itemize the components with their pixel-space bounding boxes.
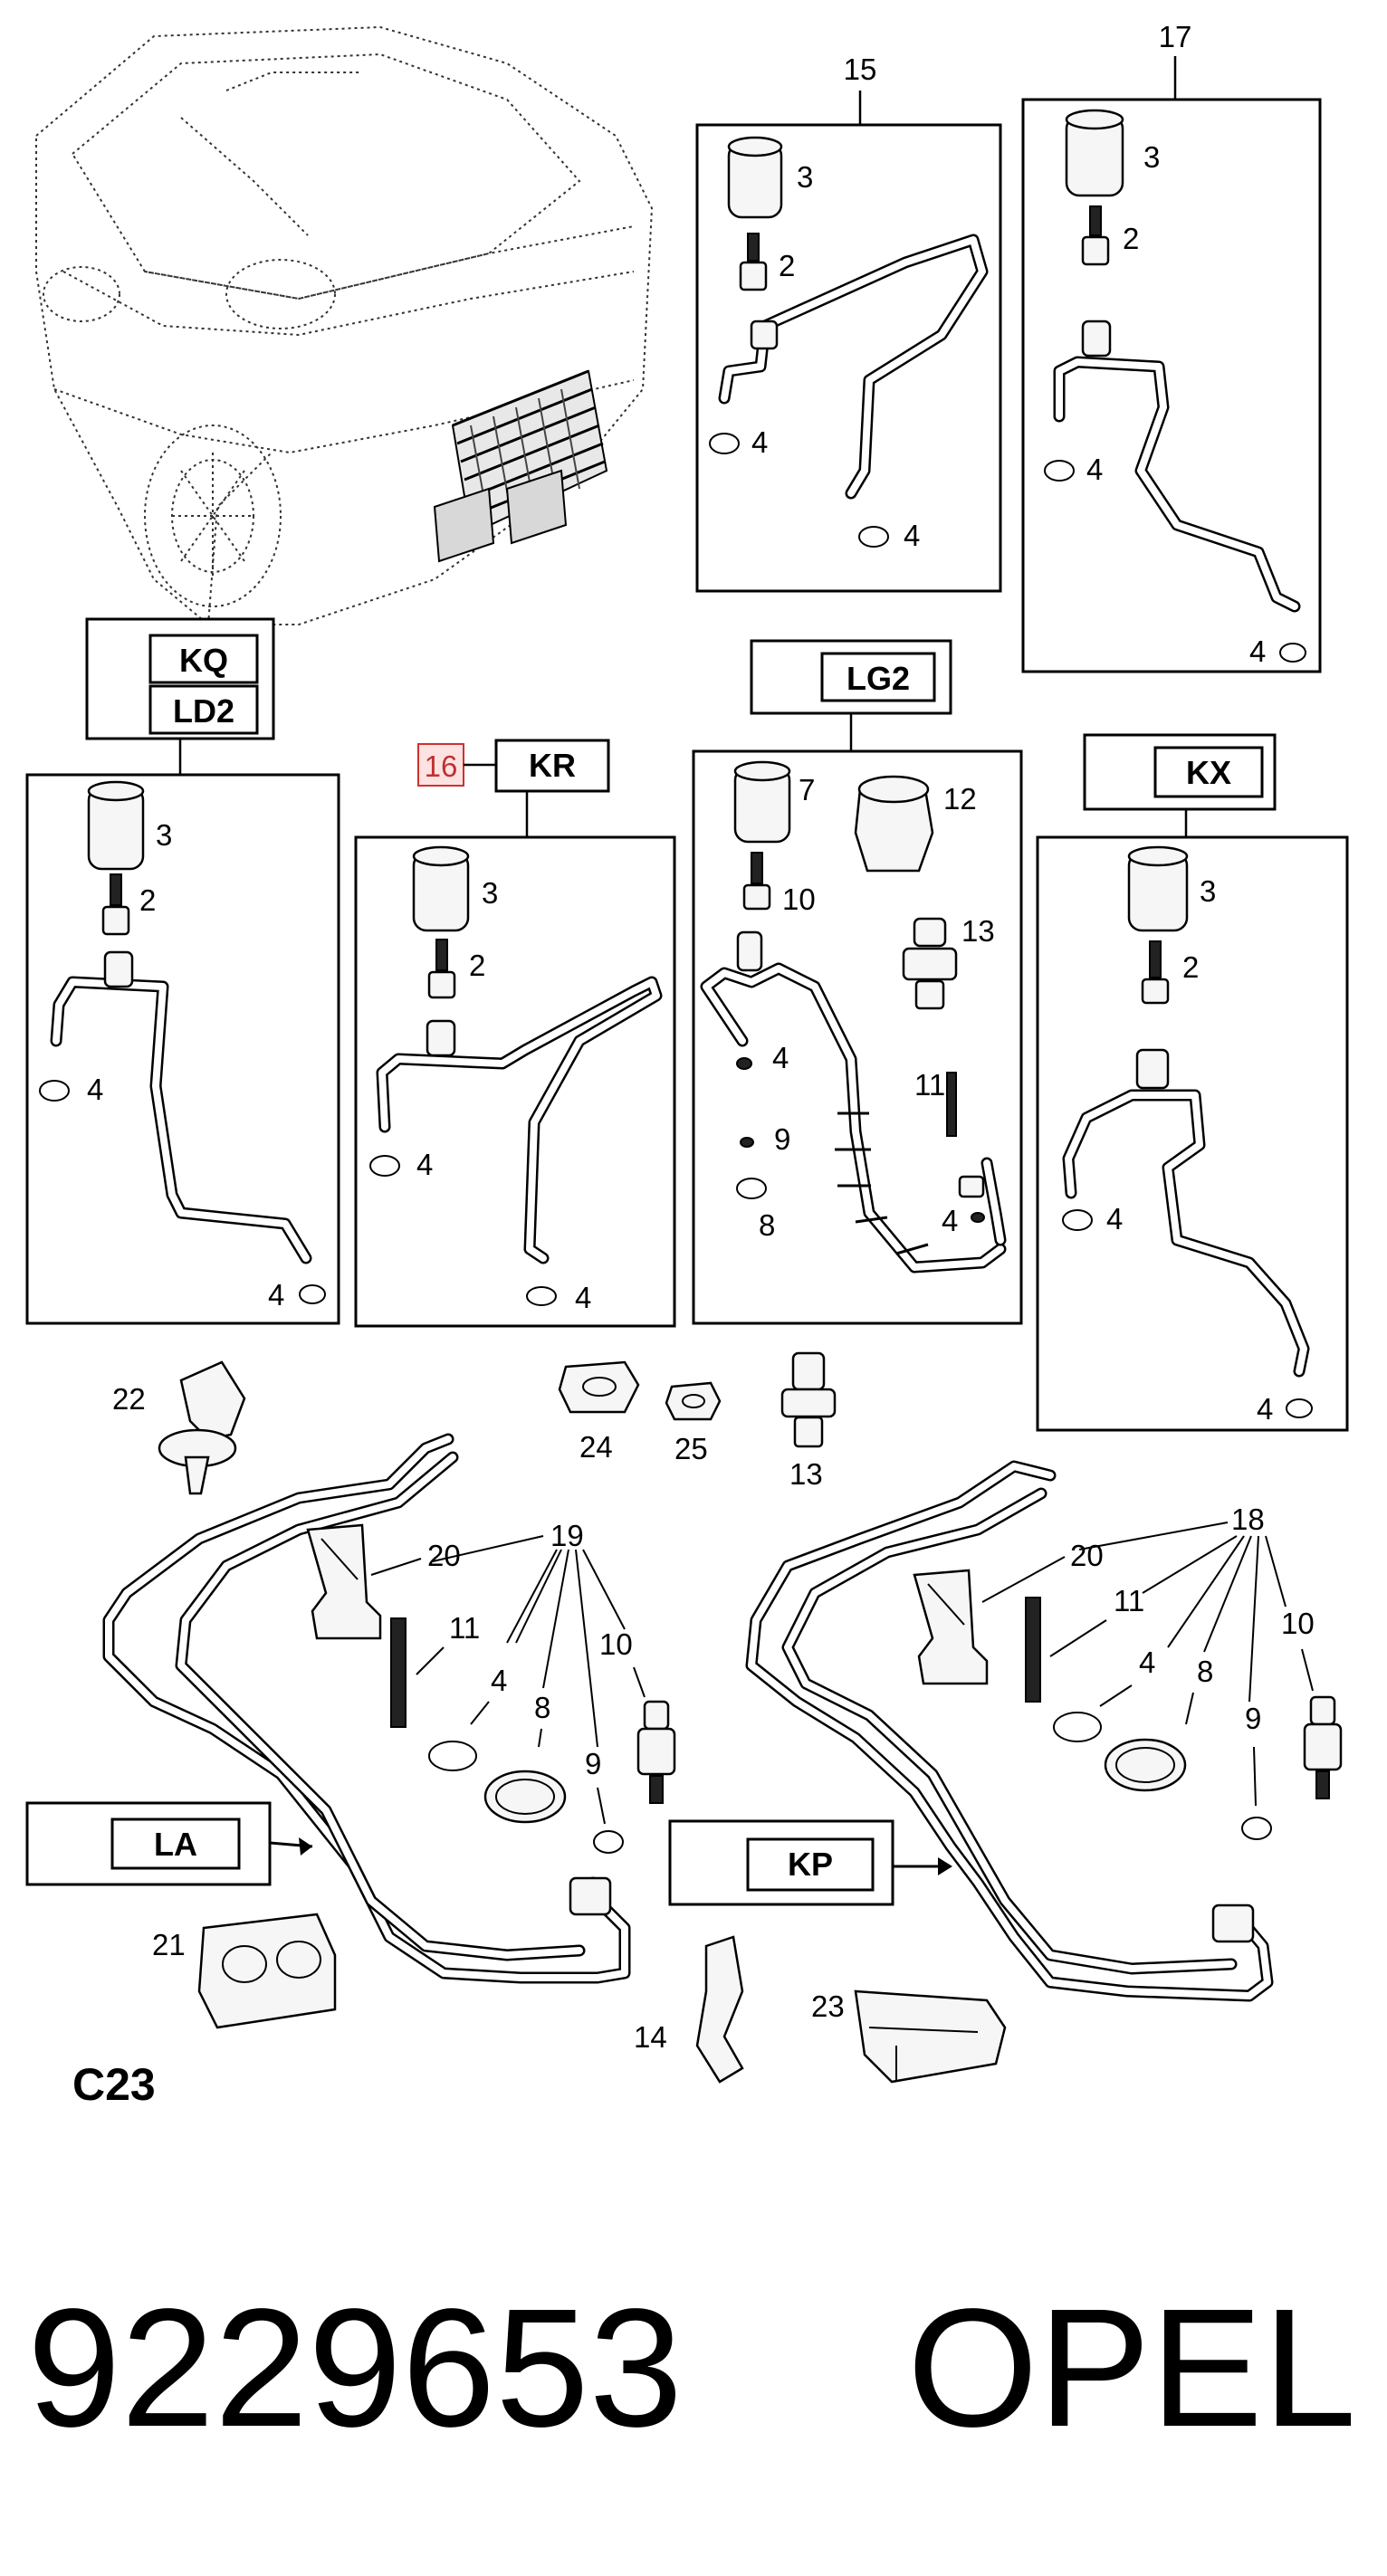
code-kq: KQ xyxy=(179,642,228,679)
page-code: C23 xyxy=(72,2059,156,2110)
label-12: 12 xyxy=(943,782,977,816)
brand-name: OPEL xyxy=(907,2275,1356,2462)
group-16-ref: 16 xyxy=(425,749,458,783)
label-9: 9 xyxy=(774,1122,790,1156)
code-ld2: LD2 xyxy=(173,692,234,730)
group-15-ref: 15 xyxy=(844,52,877,86)
label-22: 22 xyxy=(112,1382,146,1416)
label-4: 4 xyxy=(1106,1202,1123,1236)
label-24: 24 xyxy=(579,1430,613,1464)
code-lg2: LG2 xyxy=(847,660,910,697)
label-10: 10 xyxy=(1281,1607,1315,1640)
label-8: 8 xyxy=(534,1691,550,1724)
label-4: 4 xyxy=(268,1278,284,1312)
label-4: 4 xyxy=(904,519,920,552)
label-4: 4 xyxy=(1249,634,1266,668)
label-4: 4 xyxy=(751,425,768,459)
car-front-illustration xyxy=(35,25,654,625)
label-2: 2 xyxy=(779,249,795,282)
label-19: 19 xyxy=(550,1519,584,1552)
code-kx: KX xyxy=(1186,754,1231,791)
label-14: 14 xyxy=(634,2020,667,2054)
label-21: 21 xyxy=(152,1928,186,1961)
label-2: 2 xyxy=(139,883,156,917)
group-15-panel: 15 3 2 4 4 xyxy=(695,52,1002,593)
label-4: 4 xyxy=(491,1664,507,1697)
label-4: 4 xyxy=(416,1148,433,1181)
label-8: 8 xyxy=(759,1208,775,1242)
label-4: 4 xyxy=(575,1281,591,1314)
label-3: 3 xyxy=(1200,874,1216,908)
label-4: 4 xyxy=(1086,453,1103,486)
group-18-assembly: 20 11 4 8 9 10 18 18 xyxy=(668,1460,1343,2084)
group-5-panel: 5 KX 3 2 4 4 xyxy=(1036,733,1349,1432)
label-13: 13 xyxy=(789,1457,823,1491)
label-4: 4 xyxy=(942,1204,958,1237)
label-18: 18 xyxy=(1231,1503,1265,1536)
group-16-panel: 16 KR 3 2 4 4 xyxy=(354,739,676,1328)
label-4: 4 xyxy=(87,1073,103,1106)
group-1-panel: 1 KQ LD2 3 2 4 4 xyxy=(25,617,340,1325)
label-11: 11 xyxy=(914,1068,945,1102)
label-23: 23 xyxy=(811,1989,845,2023)
label-3: 3 xyxy=(156,818,172,852)
label-7: 7 xyxy=(799,773,815,806)
part-number: 9229653 xyxy=(27,2275,683,2462)
label-2: 2 xyxy=(1182,950,1199,984)
label-20: 20 xyxy=(1070,1539,1104,1572)
group-19-assembly: 20 11 4 8 9 10 19 19 xyxy=(25,1433,744,2084)
label-25: 25 xyxy=(674,1432,708,1465)
label-4: 4 xyxy=(1257,1392,1273,1426)
label-11: 11 xyxy=(1114,1584,1144,1617)
label-2: 2 xyxy=(1123,222,1139,255)
label-4: 4 xyxy=(772,1041,789,1074)
label-13: 13 xyxy=(961,914,995,948)
group-17-ref: 17 xyxy=(1159,20,1192,53)
code-la: LA xyxy=(154,1826,197,1863)
code-kr: KR xyxy=(529,747,576,784)
label-3: 3 xyxy=(482,876,498,910)
group-6-panel: 6 LG2 7 12 10 13 11 4 4 9 8 xyxy=(692,639,1023,1325)
label-9: 9 xyxy=(1245,1702,1261,1735)
label-4: 4 xyxy=(1139,1646,1155,1679)
label-3: 3 xyxy=(1143,140,1160,174)
label-11: 11 xyxy=(449,1611,480,1645)
loose-parts-middle: 22 24 25 13 xyxy=(112,1351,837,1495)
label-8: 8 xyxy=(1197,1655,1213,1688)
label-10: 10 xyxy=(599,1627,633,1661)
label-9: 9 xyxy=(585,1747,601,1780)
label-2: 2 xyxy=(469,949,485,982)
code-kp: KP xyxy=(788,1846,833,1883)
label-10: 10 xyxy=(782,883,816,916)
group-17-panel: 17 3 2 4 4 xyxy=(1021,20,1322,673)
label-3: 3 xyxy=(797,160,813,194)
